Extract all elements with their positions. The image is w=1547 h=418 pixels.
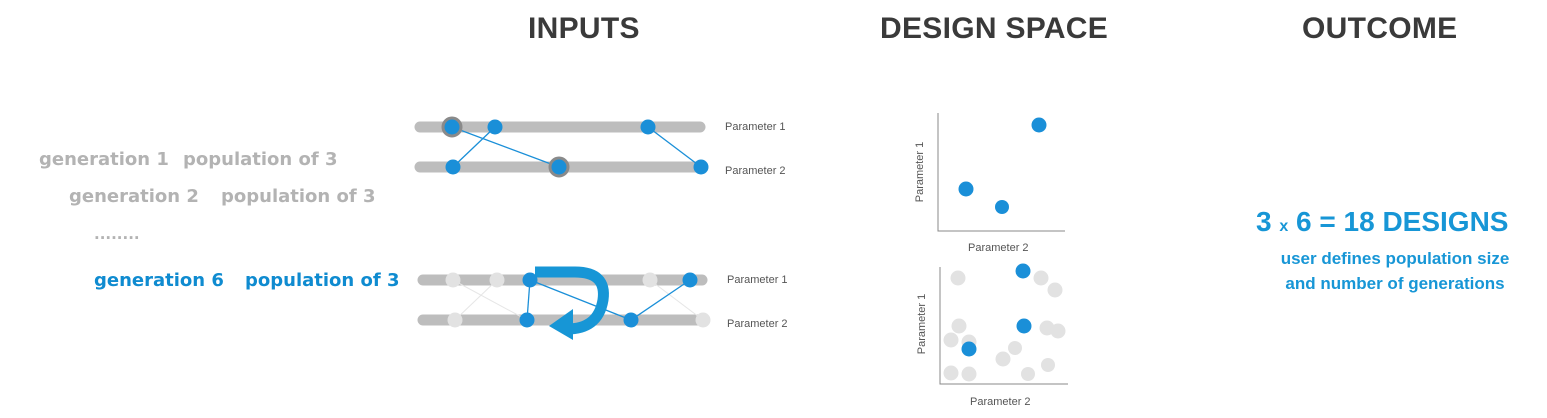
faded-point [695,312,711,328]
outcome-times: x [1279,218,1289,235]
iteration-arrow-icon [535,266,609,335]
bottom-param-1-label: Parameter 1 [727,274,788,286]
outcome-subtitle-line-2: and number of generations [1285,274,1505,293]
plot-axes [939,267,1068,385]
top-param-2-label: Parameter 2 [725,165,786,177]
gene-point [441,116,463,138]
bottom-param-2-label: Parameter 2 [727,318,788,330]
top-param-1-label: Parameter 1 [725,121,786,133]
design-point [1016,318,1032,334]
inputs-top-diagram [414,116,709,178]
generation-ellipsis: ........ [94,225,140,243]
outcome-subtitle: user defines population size and number … [1240,246,1547,296]
plot-axes [937,113,1065,232]
generation-6-label: generation 6 [94,270,224,291]
connection-lines [451,126,702,168]
faded-point [447,312,463,328]
bottom-plot-x-label: Parameter 2 [970,396,1031,408]
generation-2-population: population of 3 [221,186,376,207]
outcome-subtitle-line-1: user defines population size [1280,249,1510,268]
gene-point [693,159,709,175]
top-plot-y-label: Parameter 1 [914,141,926,203]
generation-1-population: population of 3 [183,149,338,170]
faded-design-point [995,351,1011,367]
gene-point [548,156,570,178]
gene-point [445,159,461,175]
heading-inputs: INPUTS [528,12,640,45]
design-space-bottom-plot [939,263,1068,385]
iteration-arrowhead-icon [549,309,573,340]
gene-point [519,312,535,328]
faded-design-point [943,332,959,348]
gene-point [682,272,698,288]
outcome-count-a: 3 [1256,206,1272,237]
outcome-total: 3 x 6 = 18 DESIGNS [1256,206,1508,238]
faded-point [642,272,658,288]
design-point [958,181,974,197]
design-point [995,200,1009,214]
faded-design-point [1050,323,1066,339]
gene-point [487,119,503,135]
faded-design-point [943,365,959,381]
faded-design-point [961,366,977,382]
faded-point [445,272,461,288]
faded-point [489,272,505,288]
heading-design-space: DESIGN SPACE [880,12,1109,45]
design-space-top-plot [937,113,1065,232]
gene-point [522,272,538,288]
inputs-bottom-diagram [417,266,711,340]
faded-connection-lines [452,279,704,321]
design-point [1015,263,1031,279]
top-plot-x-label: Parameter 2 [968,242,1029,254]
faded-design-point [1033,270,1049,286]
faded-design-point [1041,358,1055,372]
faded-design-point [1021,367,1035,381]
generation-6-population: population of 3 [245,270,400,291]
gene-point [623,312,639,328]
bottom-plot-y-label: Parameter 1 [916,293,928,355]
faded-design-point [1047,282,1063,298]
generation-1-label: generation 1 [39,149,169,170]
design-point [1031,117,1047,133]
generation-2-label: generation 2 [69,186,199,207]
gene-point [640,119,656,135]
design-point [961,341,977,357]
faded-design-point [950,270,966,286]
faded-design-point [1008,341,1022,355]
heading-outcome: OUTCOME [1302,12,1458,45]
faded-design-point [951,318,967,334]
outcome-count-b: 6 = 18 DESIGNS [1296,206,1509,237]
